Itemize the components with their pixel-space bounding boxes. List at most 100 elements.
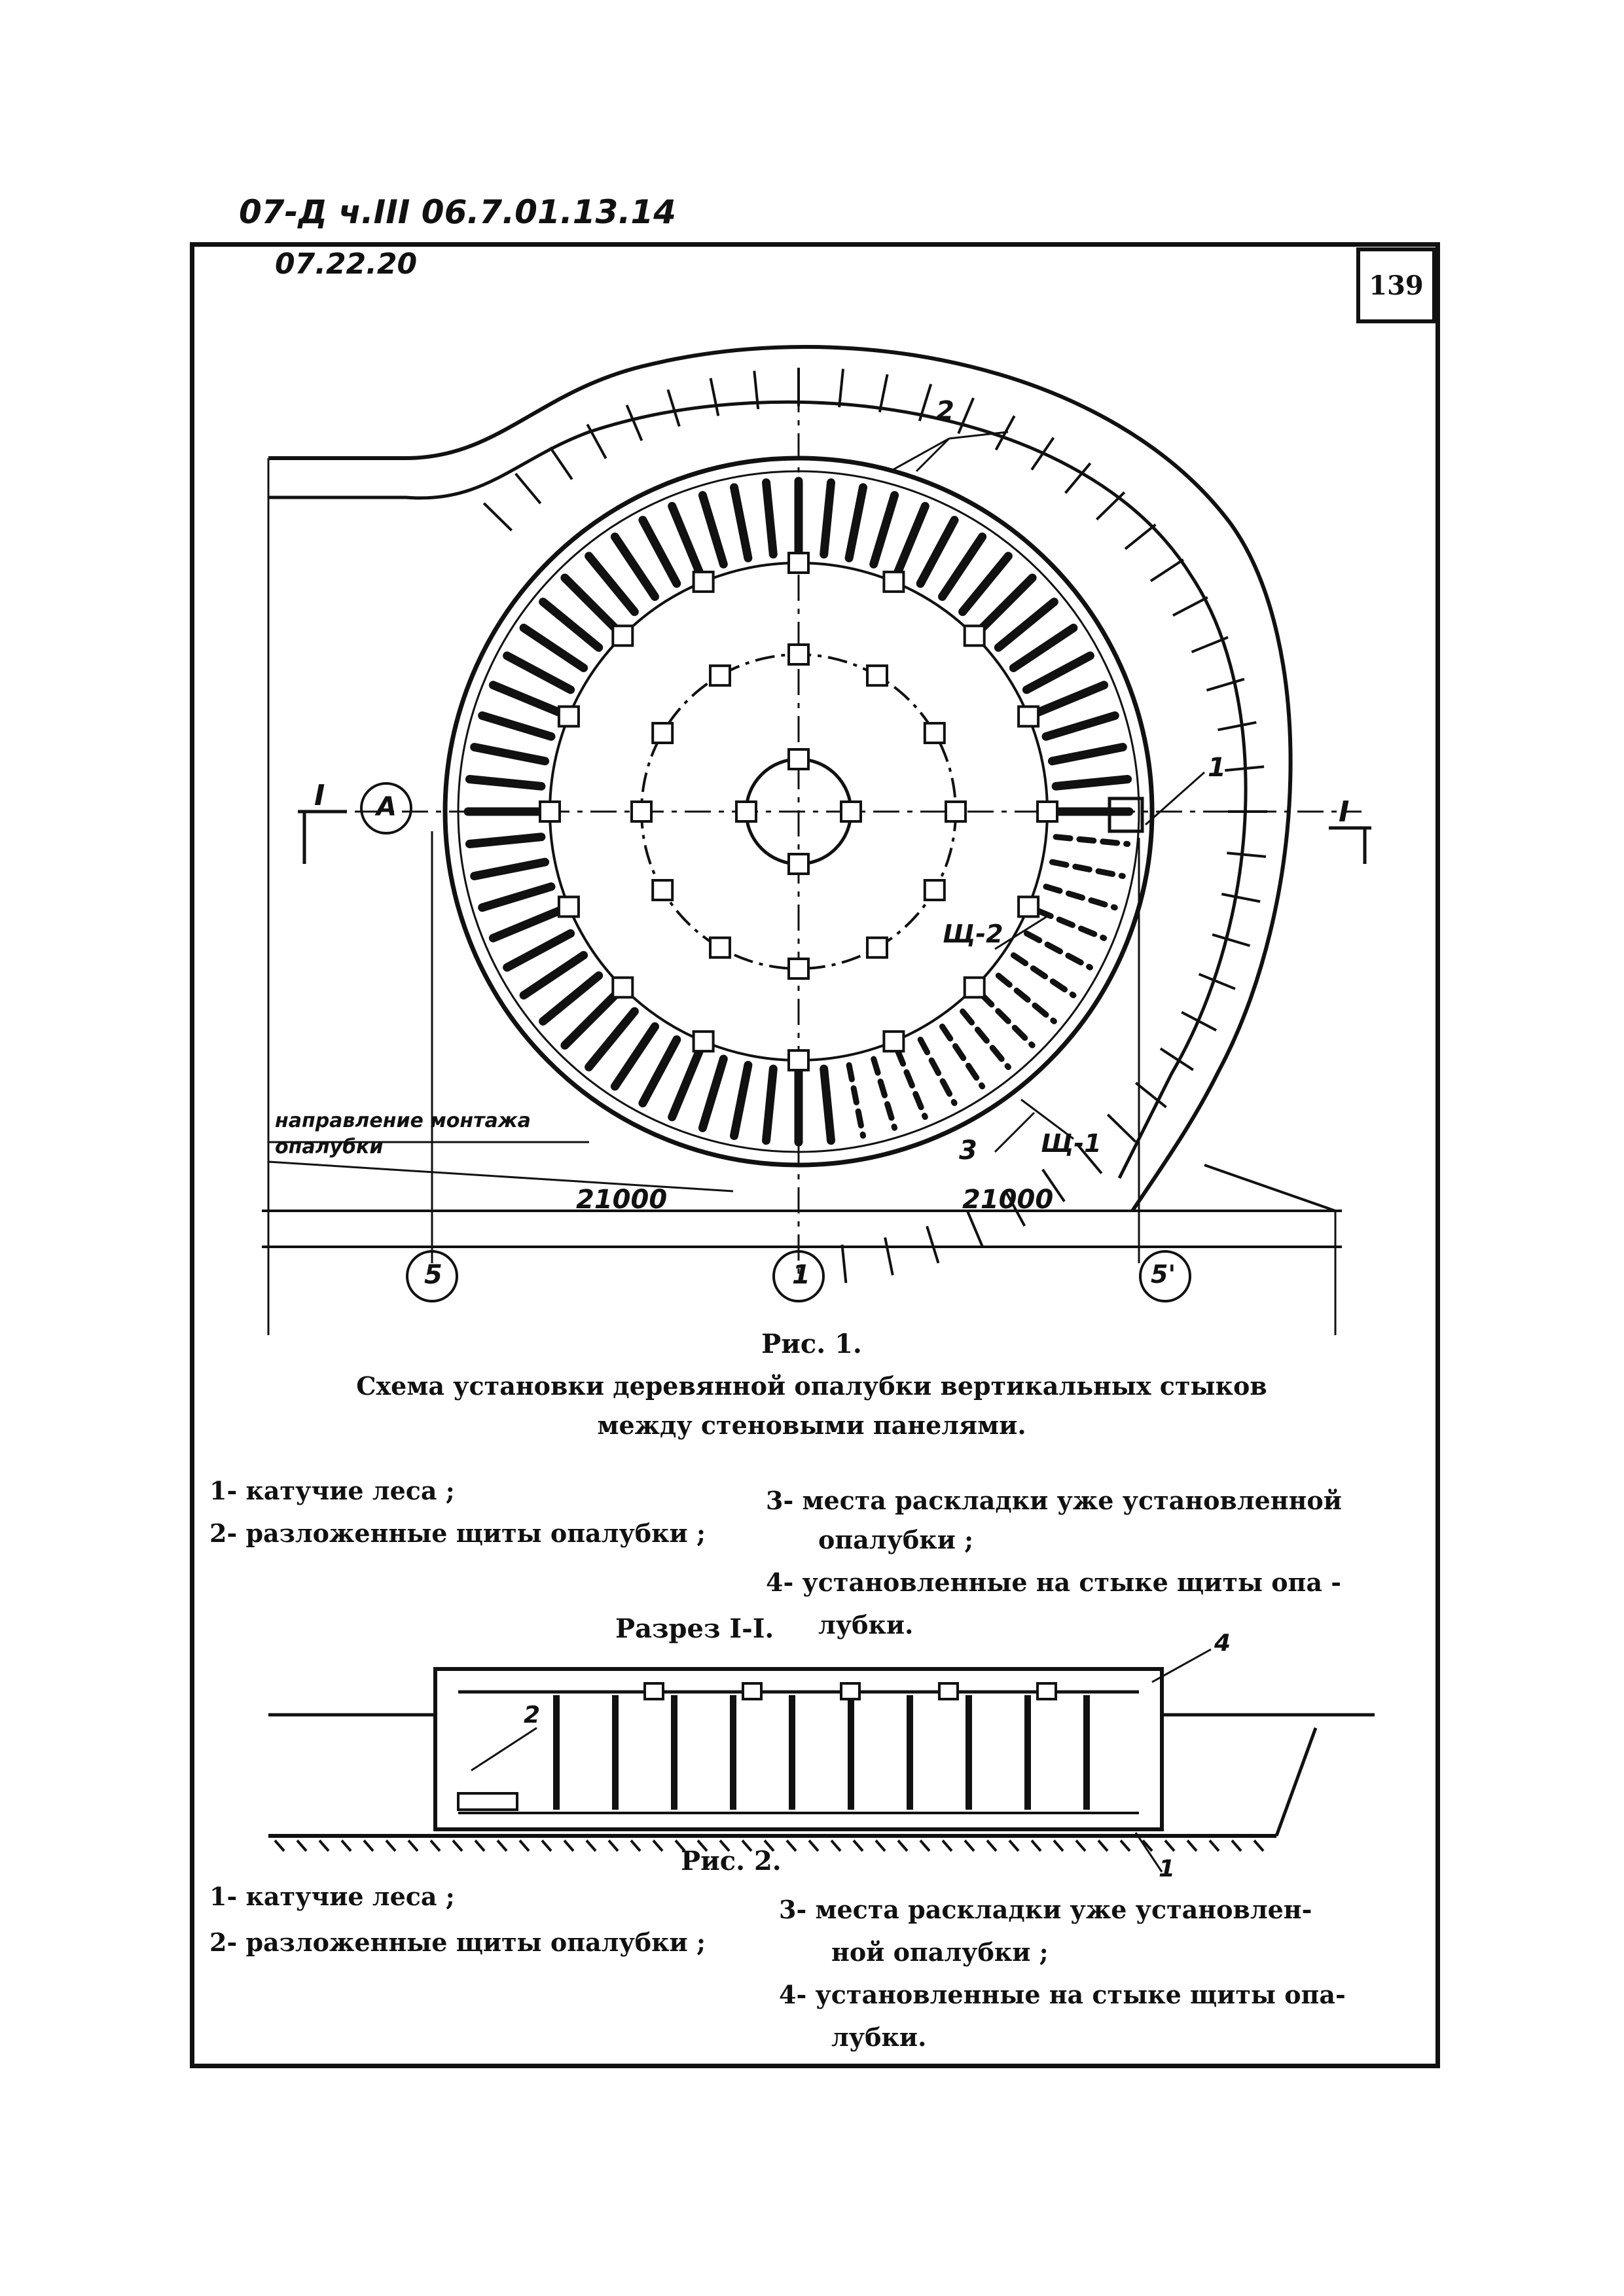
formwork-panel	[503, 651, 575, 694]
ground-hatch	[429, 1839, 441, 1852]
figure2-caption-title: Рис. 2.	[681, 1846, 782, 1876]
ground-hatch	[852, 1839, 864, 1852]
formwork-panel	[668, 1046, 704, 1122]
formwork-panel	[470, 857, 550, 880]
ramp-hatch-line	[1225, 765, 1265, 772]
dimension-right: 21000	[962, 1185, 1054, 1215]
column-square	[557, 895, 580, 918]
ground-hatch	[986, 1839, 998, 1852]
formwork-panel	[698, 1054, 728, 1132]
ground-hatch	[763, 1839, 775, 1852]
ramp-hatch-line	[1227, 852, 1267, 858]
detail-circle-label: A	[376, 792, 397, 822]
formwork-panel	[698, 491, 728, 569]
ramp-hatch-line	[840, 1244, 848, 1283]
ramp-hatch-line	[1030, 437, 1055, 471]
formwork-panel	[1051, 775, 1132, 791]
ground-hatch	[1075, 1839, 1087, 1852]
formwork-panel	[519, 623, 588, 672]
ramp-hatch-line	[1206, 677, 1245, 692]
formwork-panel	[871, 1056, 898, 1131]
column-square	[787, 853, 810, 875]
ramp-hatch-line	[1134, 1081, 1167, 1109]
column-square	[1017, 705, 1040, 728]
figure1-caption-title: Рис. 1.	[761, 1329, 862, 1359]
formwork-panel	[938, 532, 987, 601]
column-square	[709, 936, 731, 959]
page-number: 139	[1356, 247, 1436, 323]
ramp-hatch-line	[514, 473, 542, 505]
direction-label-line2: опалубки	[275, 1136, 384, 1158]
figure1-caption-line2: между стеновыми панелями.	[597, 1410, 1026, 1440]
formwork-panel	[1034, 907, 1108, 941]
formwork-panel	[917, 1036, 958, 1106]
formwork-panel	[978, 991, 1036, 1049]
ground-hatch	[1253, 1839, 1265, 1852]
ramp-hatch-line	[1075, 1142, 1103, 1174]
formwork-panel	[960, 1008, 1011, 1070]
formwork-clamp	[643, 1682, 664, 1700]
ramp-hatch-line	[1221, 893, 1261, 903]
formwork-panel	[730, 1060, 753, 1140]
ground-hatch	[1097, 1839, 1109, 1852]
legend2-item4: 4- установленные на стыке щиты опа-	[779, 1980, 1346, 2009]
column-square	[787, 552, 810, 574]
formwork-panel	[1022, 651, 1094, 694]
column-square	[963, 624, 986, 647]
formwork-clamp	[742, 1682, 763, 1700]
legend1-item4-cont: лубки.	[818, 1610, 914, 1640]
ramp-hatch-line	[1172, 596, 1208, 617]
column-square	[787, 748, 810, 770]
legend1-item2: 2- разложенные щиты опалубки ;	[209, 1518, 706, 1548]
formwork-panel	[762, 478, 778, 559]
ground-hatch	[563, 1839, 575, 1852]
ramp-hatch-line	[1218, 721, 1257, 732]
column-square	[692, 570, 715, 593]
ground-hatch	[340, 1839, 352, 1852]
column-square	[963, 976, 986, 999]
column-square	[866, 664, 888, 687]
formwork-panel	[820, 478, 835, 559]
formwork-panel	[762, 1064, 778, 1145]
document-code: 07-Д ч.III 06.7.01.13.14	[239, 193, 676, 231]
column-square	[557, 705, 580, 728]
section-label-1: 1	[1159, 1856, 1176, 1882]
formwork-panel	[465, 833, 546, 848]
label-3: 3	[959, 1136, 977, 1166]
formwork-panel	[585, 1007, 639, 1071]
ground-hatch	[541, 1839, 552, 1852]
legend1-item1: 1- катучие леса ;	[209, 1476, 455, 1505]
section-title: Разрез I-I.	[615, 1613, 774, 1644]
ground-hatch	[674, 1839, 686, 1852]
ground-hatch	[941, 1839, 953, 1852]
dimension-left: 21000	[576, 1185, 668, 1215]
ground-hatch	[274, 1839, 285, 1852]
column-square	[611, 976, 634, 999]
ramp-hatch-line	[1124, 523, 1157, 550]
formwork-panel	[1053, 834, 1131, 847]
ramp-hatch-line	[753, 370, 760, 410]
column-square	[709, 664, 731, 687]
column-square	[539, 800, 561, 823]
label-2: 2	[936, 396, 954, 426]
ground-hatch	[296, 1839, 308, 1852]
legend2-item2: 2- разложенные щиты опалубки ;	[209, 1928, 706, 1957]
ground-hatch	[785, 1839, 797, 1852]
ramp-hatch-line	[1106, 1113, 1137, 1143]
formwork-panel	[820, 1064, 835, 1145]
ground-hatch	[1008, 1839, 1020, 1852]
formwork-panel	[539, 971, 604, 1026]
formwork-panel	[560, 573, 621, 634]
column-square	[735, 800, 757, 823]
legend1-item3-cont: опалубки ;	[818, 1525, 974, 1554]
formwork-panel	[478, 711, 556, 741]
ground-hatch	[518, 1839, 530, 1852]
column-square	[787, 643, 810, 666]
ramp-hatch-line	[878, 374, 889, 413]
formwork-panel	[893, 501, 929, 577]
column-square	[787, 1049, 810, 1071]
formwork-clamp	[938, 1682, 959, 1700]
formwork-panel	[1047, 743, 1127, 766]
ramp-hatch-line	[926, 1225, 940, 1264]
